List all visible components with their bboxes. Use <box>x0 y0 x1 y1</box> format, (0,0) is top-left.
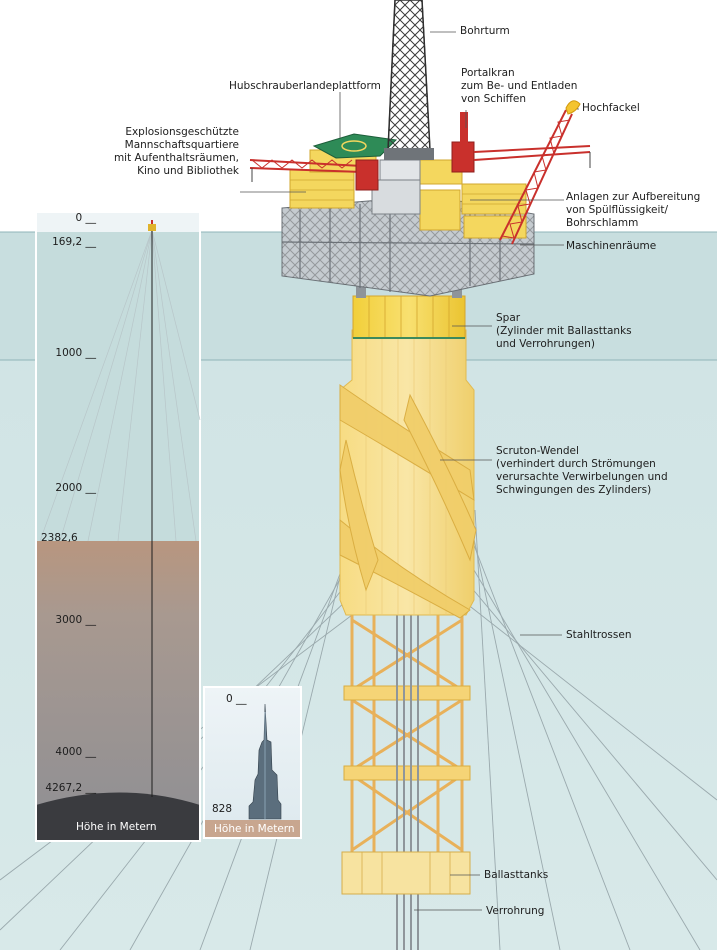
depth-scale-box <box>35 211 201 842</box>
depth-tick: 2000 __ <box>55 482 96 494</box>
depth-tick: 169,2 __ <box>52 236 96 248</box>
label-verrohrung: Verrohrung <box>486 905 545 917</box>
label-ballasttanks: Ballasttanks <box>484 869 549 881</box>
label-spar: Spar (Zylinder mit Ballasttanks und Verr… <box>496 312 632 350</box>
label-bohrturm: Bohrturm <box>460 25 510 37</box>
label-hochfackel: Hochfackel <box>582 102 640 114</box>
depth-tick: 1000 __ <box>55 347 96 359</box>
depth-tick: 4000 __ <box>55 746 96 758</box>
label-maschinenraeume: Maschinenräume <box>566 240 657 252</box>
label-scruton-wendel: Scruton-Wendel (verhindert durch Strömun… <box>496 445 668 496</box>
tower-scale-box <box>203 686 302 839</box>
tower-tick-top: 0 __ <box>226 693 247 705</box>
depth-tick: 0 __ <box>75 212 96 224</box>
spar-hull <box>339 295 477 950</box>
topsides <box>249 0 591 298</box>
depth-tick: 3000 __ <box>55 614 96 626</box>
tower-tick-bottom: 828 <box>212 803 233 815</box>
depth-scale-footer: Höhe in Metern <box>76 821 157 833</box>
label-aufbereitungsanlagen: Anlagen zur Aufbereitung von Spülflüssig… <box>566 191 701 229</box>
label-mannschaftsquartiere: Explosionsgeschützte Mannschaftsquartier… <box>113 126 239 177</box>
label-hubschrauberlandeplattform: Hubschrauberlandeplattform <box>229 80 381 92</box>
depth-tick: 4267,2 __ <box>45 782 96 794</box>
label-stahltrossen: Stahltrossen <box>566 629 632 641</box>
depth-tick: 2382,6 <box>41 532 78 544</box>
label-portalkran: Portalkran zum Be- und Entladen von Schi… <box>461 67 578 105</box>
tower-scale-footer: Höhe in Metern <box>214 823 295 835</box>
